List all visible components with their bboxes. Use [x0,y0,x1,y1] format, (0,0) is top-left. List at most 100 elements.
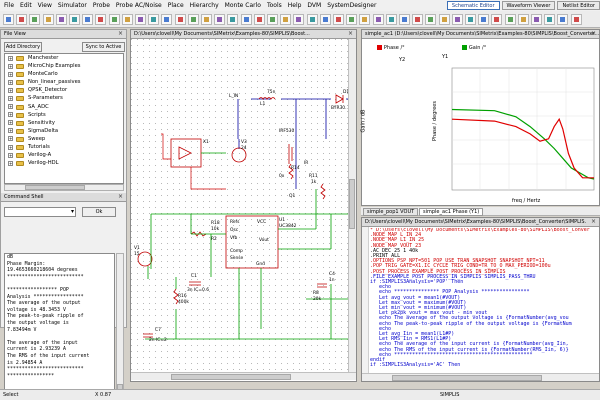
menu-view[interactable]: View [37,2,52,9]
toolbar-button[interactable] [280,14,292,25]
tree-item[interactable]: +Sweep [5,135,123,143]
tab-schematic-editor[interactable]: Schematic Editor [446,1,500,10]
schematic-canvas[interactable]: L_IN L1 75n D1 BYR30... V3 24 X1 IRF530 … [131,39,356,374]
tree-hscrollbar[interactable] [4,184,124,191]
netlist-code[interactable]: * D:\Users\clovell\My Documents\SIMetrix… [370,228,596,378]
toolbar-button[interactable] [478,14,490,25]
tree-item[interactable]: +MicroChip Examples [5,62,123,70]
shell-vscrollbar[interactable] [116,253,124,400]
netlist-editor[interactable]: D:\Users\clovell\My Documents\SIMetrix\E… [361,217,600,382]
expand-icon[interactable]: + [8,112,13,118]
toolbar-button[interactable] [55,14,67,25]
toolbar-button[interactable] [174,14,186,25]
toolbar-button[interactable] [95,14,107,25]
tree-item[interactable]: +QPSK_Detector [5,86,123,94]
chevron-down-icon[interactable]: ▾ [70,208,74,215]
toolbar-button[interactable] [108,14,120,25]
toolbar-button[interactable] [214,14,226,25]
expand-icon[interactable]: + [8,63,13,69]
toolbar-button[interactable] [16,14,28,25]
toolbar-button[interactable] [451,14,463,25]
toolbar-button[interactable] [293,14,305,25]
tree-item[interactable]: +Tutorials [5,143,123,151]
menu-edit[interactable]: Edit [20,2,32,9]
toolbar-button[interactable] [491,14,503,25]
expand-icon[interactable]: + [8,79,13,85]
expand-icon[interactable]: + [8,160,13,166]
toolbar-button[interactable] [267,14,278,25]
menu-simulator[interactable]: Simulator [57,2,87,9]
toolbar-button[interactable] [187,14,199,25]
toolbar-button[interactable] [135,14,146,25]
expand-icon[interactable]: + [8,87,13,93]
tree-item[interactable]: +Scripts [5,111,123,119]
tab-waveform-viewer[interactable]: Waveform Viewer [501,1,556,10]
toolbar-button[interactable] [385,14,397,25]
close-icon[interactable]: × [590,30,597,37]
toolbar-button[interactable] [306,14,318,25]
toolbar-button[interactable] [465,14,476,25]
schematic-vscrollbar[interactable] [348,39,356,372]
toolbar-button[interactable] [372,14,384,25]
menu-dvm[interactable]: DVM [307,2,322,9]
toolbar-button[interactable] [82,14,94,25]
menu-help[interactable]: Help [287,2,302,9]
toolbar-button[interactable] [69,14,80,25]
close-icon[interactable]: × [117,30,124,37]
menu-file[interactable]: File [4,2,15,9]
sync-to-active-button[interactable]: Sync to Active [82,42,125,52]
file-tree[interactable]: +Manchester+MicroChip Examples+MonteCarl… [4,53,124,184]
toolbar-button[interactable] [399,14,410,25]
toolbar-button[interactable] [161,14,173,25]
expand-icon[interactable]: + [8,120,13,126]
close-icon[interactable]: × [117,193,124,200]
toolbar-button[interactable] [253,14,265,25]
expand-icon[interactable]: + [8,55,13,61]
toolbar-button[interactable] [240,14,252,25]
expand-icon[interactable]: + [8,136,13,142]
expand-icon[interactable]: + [8,144,13,150]
legend-phase[interactable]: Phase /° [377,44,405,51]
toolbar-button[interactable] [425,14,437,25]
toolbar-button[interactable] [201,14,212,25]
expand-icon[interactable]: + [8,152,13,158]
toolbar-button[interactable] [517,14,529,25]
tab-netlist-editor[interactable]: Netlist Editor [557,1,600,10]
schematic-editor[interactable]: D:\Users\clovell\My Documents\SIMetrix\E… [130,29,357,382]
toolbar-button[interactable] [557,14,569,25]
tree-item[interactable]: +S-Parameters [5,94,123,102]
close-icon[interactable]: × [347,30,354,37]
toolbar-button[interactable] [319,14,331,25]
expand-icon[interactable]: + [8,128,13,134]
expand-icon[interactable]: + [8,95,13,101]
tree-item[interactable]: +MonteCarlo [5,70,123,78]
waveform-graph[interactable]: simple_ac1 (D:\Users\clovell\My Document… [360,29,600,206]
toolbar-button[interactable] [148,14,160,25]
tree-item[interactable]: +SigmaDelta [5,127,123,135]
toolbar-button[interactable] [438,14,450,25]
tree-item[interactable]: +Sensitivity [5,119,123,127]
tree-item[interactable]: +Verilog-A [5,151,123,159]
toolbar-button[interactable] [121,14,133,25]
expand-icon[interactable]: + [8,104,13,110]
toolbar-button[interactable] [359,14,371,25]
tree-item[interactable]: +Non_linear_passives [5,78,123,86]
menu-monte-carlo[interactable]: Monte Carlo [224,2,261,9]
ok-button[interactable]: Ok [82,207,116,217]
toolbar-button[interactable] [29,14,41,25]
expand-icon[interactable]: + [8,71,13,77]
toolbar-button[interactable] [544,14,556,25]
tree-item[interactable]: +Manchester [5,54,123,62]
menu-tools[interactable]: Tools [266,2,282,9]
legend-gain[interactable]: Gain /° [462,44,486,51]
toolbar-button[interactable] [504,14,516,25]
tab-simple-pop1-vout[interactable]: simple_pop1 VOUT [363,208,419,216]
toolbar-button[interactable] [42,14,54,25]
toolbar-button[interactable] [570,14,582,25]
tab-simple-ac1-phase[interactable]: simple_ac1 Phase (Y1) [419,208,484,216]
toolbar-button[interactable] [3,14,14,25]
toolbar-button[interactable] [412,14,424,25]
toolbar-button[interactable] [333,14,344,25]
menu-hierarchy[interactable]: Hierarchy [189,2,219,9]
menu-probe-ac-noise[interactable]: Probe AC/Noise [115,2,162,9]
